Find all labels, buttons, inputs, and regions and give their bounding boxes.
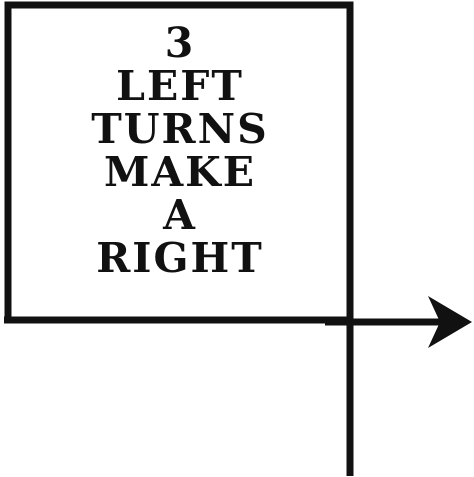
caption-line-right: RIGHT [96, 234, 264, 282]
caption: 3 LEFT TURNS MAKE A RIGHT [12, 22, 348, 280]
arrowhead-right-icon [428, 296, 472, 348]
caption-line-turns: TURNS [91, 105, 269, 153]
caption-line-a: A [163, 191, 197, 239]
caption-line-left: LEFT [116, 62, 244, 110]
caption-line-make: MAKE [103, 148, 257, 196]
turn-path-line [4, 1, 354, 476]
caption-line-number: 3 [164, 19, 196, 67]
